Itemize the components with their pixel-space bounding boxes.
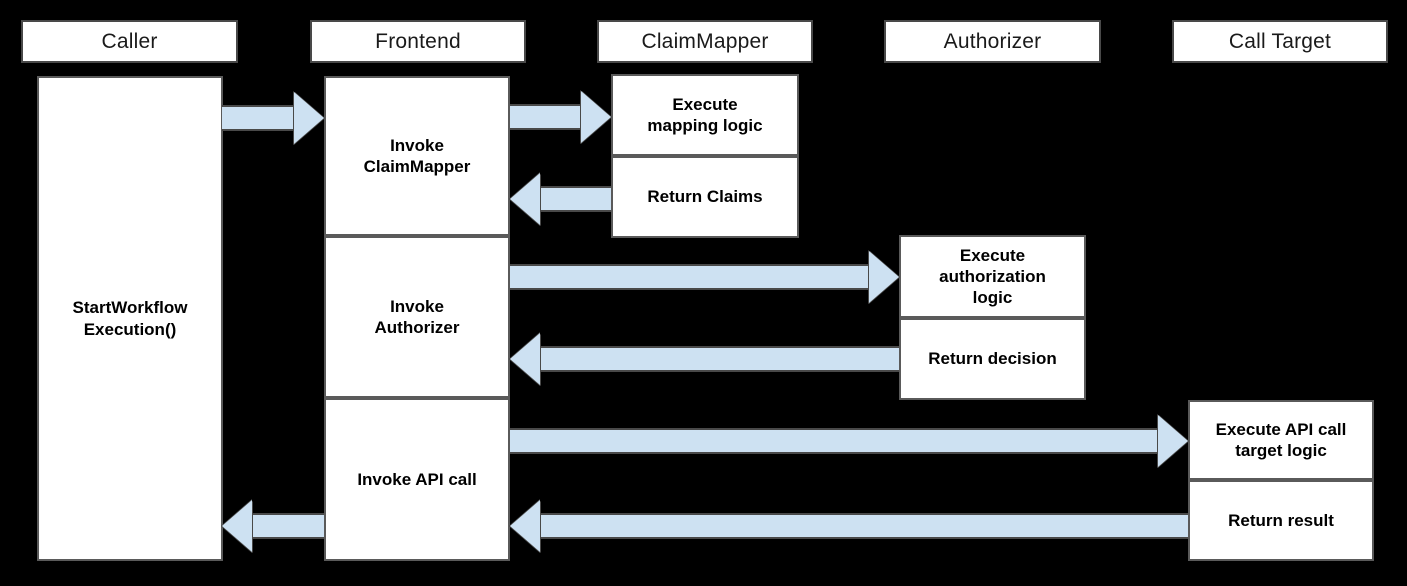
message-arrow-caller-to-frontend[interactable]	[222, 91, 324, 145]
message-arrow-frontend-to-claimmapper[interactable]	[510, 90, 611, 144]
activation-claimmapper-return-claims-label: Return Claims	[647, 187, 763, 207]
arrow-head-left-icon	[222, 500, 252, 552]
lane-header-calltarget[interactable]: Call Target	[1172, 20, 1388, 63]
message-arrow-authorizer-to-frontend[interactable]	[509, 332, 899, 386]
message-arrow-claimmapper-to-frontend[interactable]	[509, 172, 611, 226]
lane-header-frontend[interactable]: Frontend	[310, 20, 526, 63]
activation-calltarget-return-result[interactable]: Return result	[1188, 480, 1374, 561]
arrow-head-right-icon	[581, 91, 611, 143]
arrow-head-left-icon	[510, 173, 540, 225]
message-arrow-frontend-to-caller[interactable]	[221, 499, 324, 553]
arrow-shaft	[540, 346, 899, 372]
lane-header-caller-label: Caller	[101, 29, 158, 53]
activation-calltarget-return-result-label: Return result	[1228, 510, 1334, 530]
message-arrow-frontend-to-authorizer[interactable]	[510, 250, 899, 304]
message-arrow-frontend-to-calltarget[interactable]	[510, 414, 1188, 468]
activation-claimmapper-return-claims[interactable]: Return Claims	[611, 156, 799, 238]
message-arrow-calltarget-to-frontend[interactable]	[509, 499, 1188, 553]
arrow-shaft	[540, 186, 611, 212]
lane-header-frontend-label: Frontend	[375, 29, 461, 53]
activation-frontend-invoke-api-call[interactable]: Invoke API call	[324, 398, 510, 561]
lane-header-calltarget-label: Call Target	[1228, 29, 1332, 53]
lane-header-caller[interactable]: Caller	[21, 20, 238, 63]
arrow-head-right-icon	[294, 92, 324, 144]
arrow-shaft	[510, 428, 1158, 454]
activation-frontend-invoke-api-call-label: Invoke API call	[357, 469, 477, 489]
lane-header-claimmapper[interactable]: ClaimMapper	[597, 20, 813, 63]
lane-header-claimmapper-label: ClaimMapper	[641, 29, 769, 53]
arrow-head-right-icon	[1158, 415, 1188, 467]
arrow-shaft	[252, 513, 324, 539]
arrow-head-left-icon	[510, 500, 540, 552]
arrow-head-right-icon	[869, 251, 899, 303]
arrow-head-left-icon	[510, 333, 540, 385]
arrow-shaft	[510, 104, 581, 130]
lane-header-authorizer[interactable]: Authorizer	[884, 20, 1101, 63]
activation-authorizer-return-decision-label: Return decision	[928, 349, 1057, 369]
activation-authorizer-return-decision[interactable]: Return decision	[899, 318, 1086, 400]
arrow-shaft	[222, 105, 294, 131]
lane-header-authorizer-label: Authorizer	[943, 29, 1042, 53]
arrow-shaft	[540, 513, 1188, 539]
arrow-shaft	[510, 264, 869, 290]
